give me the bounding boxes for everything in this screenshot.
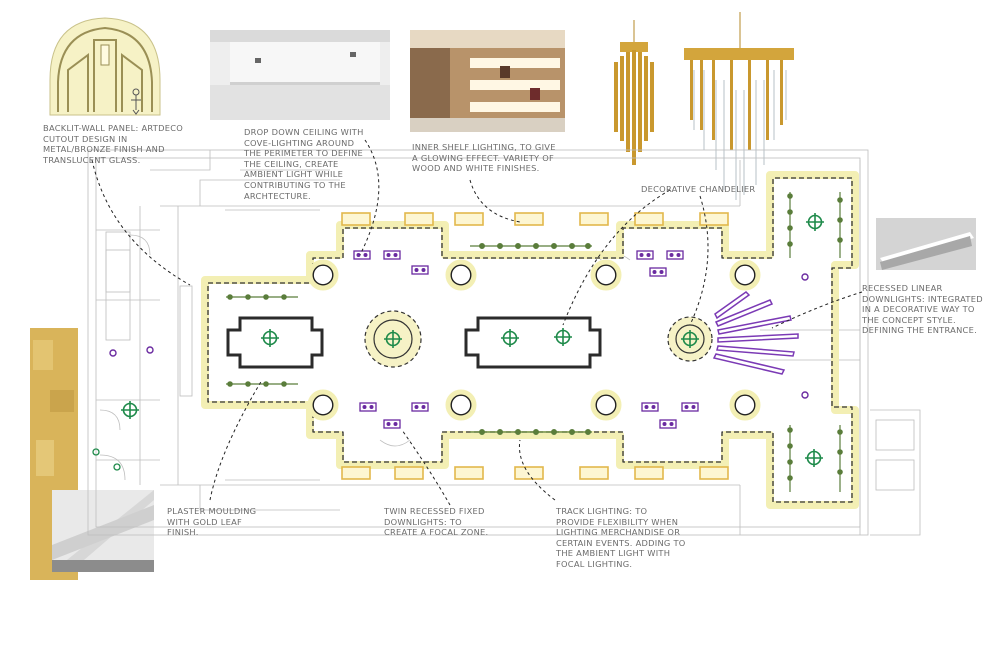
base-plan	[87, 149, 921, 536]
note-recessed-linear: RECESSED LINEAR DOWNLIGHTS: INTEGRATED I…	[862, 283, 983, 336]
cove-lighting	[201, 171, 859, 509]
shelf-niches	[341, 212, 729, 480]
linear-downlights	[712, 291, 799, 375]
note-backlit-panel: BACKLIT-WALL PANEL: ARTDECO CUTOUT DESIG…	[43, 123, 184, 165]
single-downlights	[109, 273, 809, 399]
leader-lines	[91, 139, 863, 506]
note-drop-ceiling: DROP DOWN CEILING WITH COVE-LIGHTING ARO…	[244, 127, 364, 201]
note-inner-shelf: INNER SHELF LIGHTING, TO GIVE A GLOWING …	[412, 142, 556, 174]
shelf-lighting-photo	[410, 30, 565, 132]
plaster-moulding	[226, 316, 602, 369]
drop-ceiling-outline	[207, 177, 853, 503]
note-chandelier: DECORATIVE CHANDELIER	[641, 184, 756, 194]
drop-ceiling-photo	[210, 30, 390, 120]
note-plaster-moulding: PLASTER MOULDING WITH GOLD LEAF FINISH.	[167, 506, 257, 538]
note-twin-recessed: TWIN RECESSED FIXED DOWNLIGHTS: TO CREAT…	[384, 506, 489, 538]
track-lighting	[226, 192, 843, 492]
feature-circles	[364, 310, 713, 368]
note-track-lighting: TRACK LIGHTING: TO PROVIDE FLEXIBILITY W…	[556, 506, 686, 569]
